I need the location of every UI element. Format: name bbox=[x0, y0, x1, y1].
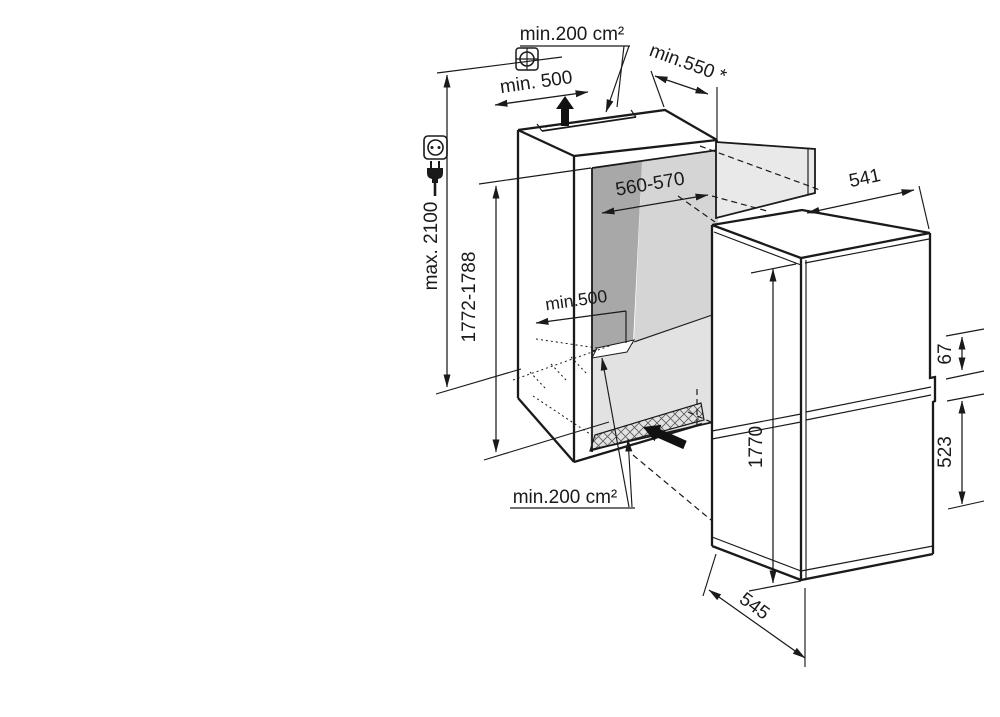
top-vent-label: min.200 cm² bbox=[520, 24, 625, 45]
fridge-side-face bbox=[801, 233, 935, 580]
appliance-depth-label: 545 bbox=[735, 589, 773, 625]
niche-left-face bbox=[518, 130, 574, 462]
hidden-air-duct bbox=[512, 338, 613, 439]
appliance-fridge bbox=[710, 208, 937, 582]
freezer-door-height-label: 523 bbox=[935, 436, 956, 468]
floor-vent-opening bbox=[591, 339, 636, 359]
dim-top-clearance: min. 500 bbox=[494, 67, 589, 107]
dim-niche-height: 1772-1788 bbox=[459, 167, 610, 461]
niche-cabinet bbox=[512, 108, 719, 464]
fridge-front-face bbox=[712, 225, 801, 580]
decor-door-panel bbox=[715, 141, 816, 220]
callout-top-vent: min.200 cm² bbox=[520, 24, 630, 113]
callout-bottom-vent: min.200 cm² bbox=[510, 357, 635, 509]
dim-freezer-door-height: 523 bbox=[935, 393, 985, 510]
appliance-width-label: 541 bbox=[847, 165, 882, 192]
alignment-guides-bottom bbox=[632, 389, 712, 521]
bottom-vent-label: min.200 cm² bbox=[513, 487, 618, 508]
airflow-intake-arrow-icon bbox=[643, 424, 687, 450]
power-socket-icon bbox=[423, 135, 448, 160]
dim-top-door-gap: 67 bbox=[935, 328, 985, 380]
top-door-gap-label: 67 bbox=[935, 343, 956, 364]
power-plug-icon bbox=[427, 161, 443, 196]
top-clearance-label: min. 500 bbox=[499, 67, 574, 98]
niche-height-label: 1772-1788 bbox=[459, 252, 480, 343]
junction-box-icon bbox=[515, 47, 539, 71]
appliance-height-label: 1770 bbox=[746, 426, 767, 468]
airflow-up-arrow-icon bbox=[556, 96, 574, 126]
room-height-label: max. 2100 bbox=[421, 202, 442, 291]
niche-depth-label: min.550 * bbox=[647, 40, 730, 87]
fridge-door-lines bbox=[711, 231, 934, 578]
dim-room-height: max. 2100 bbox=[421, 56, 563, 395]
fridge-top-face bbox=[712, 210, 930, 258]
dim-appliance-height: 1770 bbox=[746, 263, 802, 592]
